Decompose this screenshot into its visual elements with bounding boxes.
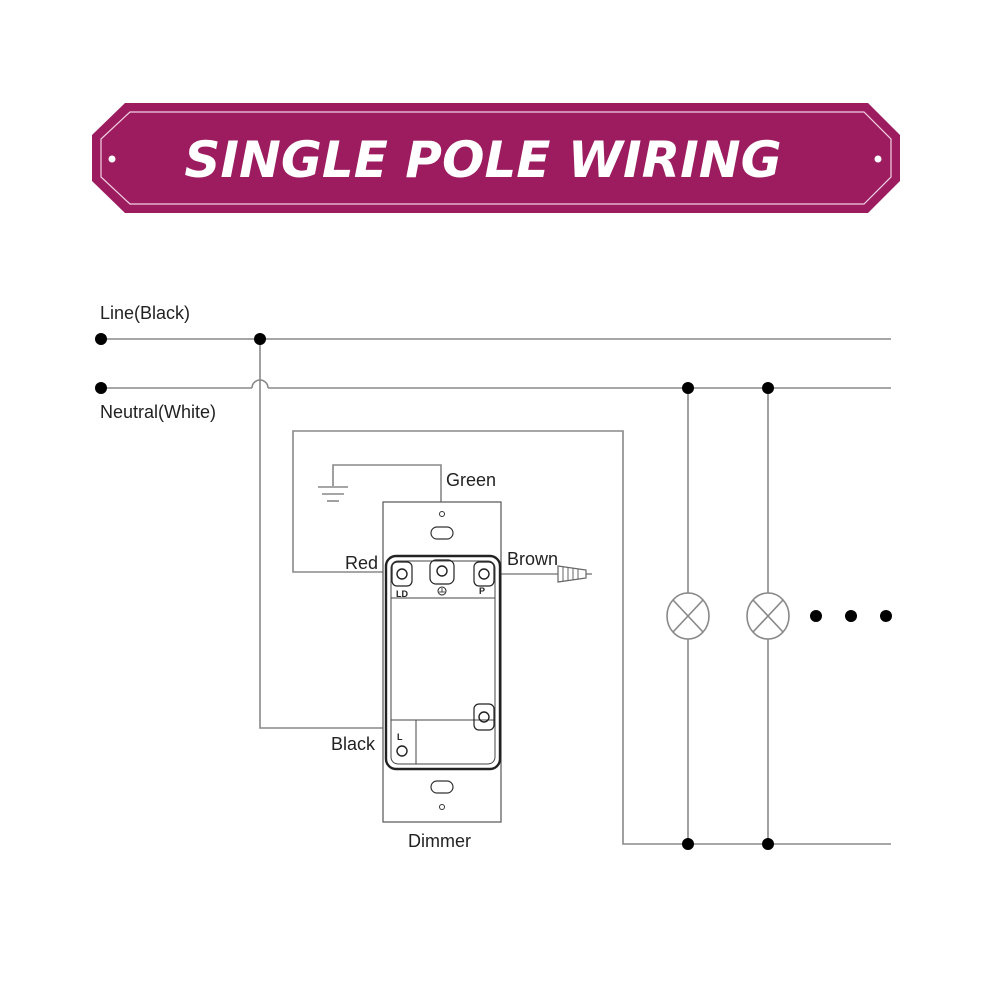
junction-nodes: [95, 333, 774, 850]
banner-title: SINGLE POLE WIRING: [184, 131, 781, 189]
terminal-p: P: [473, 561, 495, 596]
brown-label: Brown: [507, 549, 558, 569]
lamp-icon: [746, 592, 790, 640]
line-terminal-node: [95, 333, 107, 345]
lamp1-load-node: [682, 838, 694, 850]
black-label: Black: [331, 734, 376, 754]
line-junction-node: [254, 333, 266, 345]
terminal-ld: LD: [391, 561, 413, 599]
svg-text:L: L: [397, 732, 403, 742]
lamp1-neutral-node: [682, 382, 694, 394]
black-wire: [259, 339, 401, 738]
title-banner: SINGLE POLE WIRING: [92, 103, 900, 213]
terminal-ground: [429, 559, 455, 596]
svg-text:P: P: [479, 586, 485, 596]
ground-icon: [318, 486, 348, 502]
lamp-icon: [666, 592, 710, 640]
bottom-mount-slot: [430, 780, 454, 794]
dimmer-body: [384, 554, 502, 771]
ground-terminal-icon: [437, 586, 447, 596]
lamp-branch-2: [746, 388, 790, 844]
neutral-label: Neutral(White): [100, 402, 216, 422]
top-mount-slot: [430, 526, 454, 540]
lamp2-neutral-node: [762, 382, 774, 394]
side-screw: [473, 703, 495, 731]
line-label: Line(Black): [100, 303, 190, 323]
neutral-terminal-node: [95, 382, 107, 394]
red-wire: [292, 430, 891, 845]
red-label: Red: [345, 553, 378, 573]
dimmer-strap: [382, 501, 502, 823]
dimmer-label: Dimmer: [408, 831, 471, 851]
green-label: Green: [446, 470, 496, 490]
ellipsis-dots: [810, 610, 892, 622]
svg-text:LD: LD: [396, 589, 408, 599]
lamp2-load-node: [762, 838, 774, 850]
banner-rivet-left: [108, 155, 116, 163]
wire-nut-icon: [557, 565, 592, 583]
dimmer-device: LD P L: [382, 501, 502, 823]
terminal-l: L: [396, 732, 408, 757]
lamp-branch-1: [666, 388, 710, 844]
mains-wires: [101, 338, 891, 389]
banner-rivet-right: [874, 155, 882, 163]
